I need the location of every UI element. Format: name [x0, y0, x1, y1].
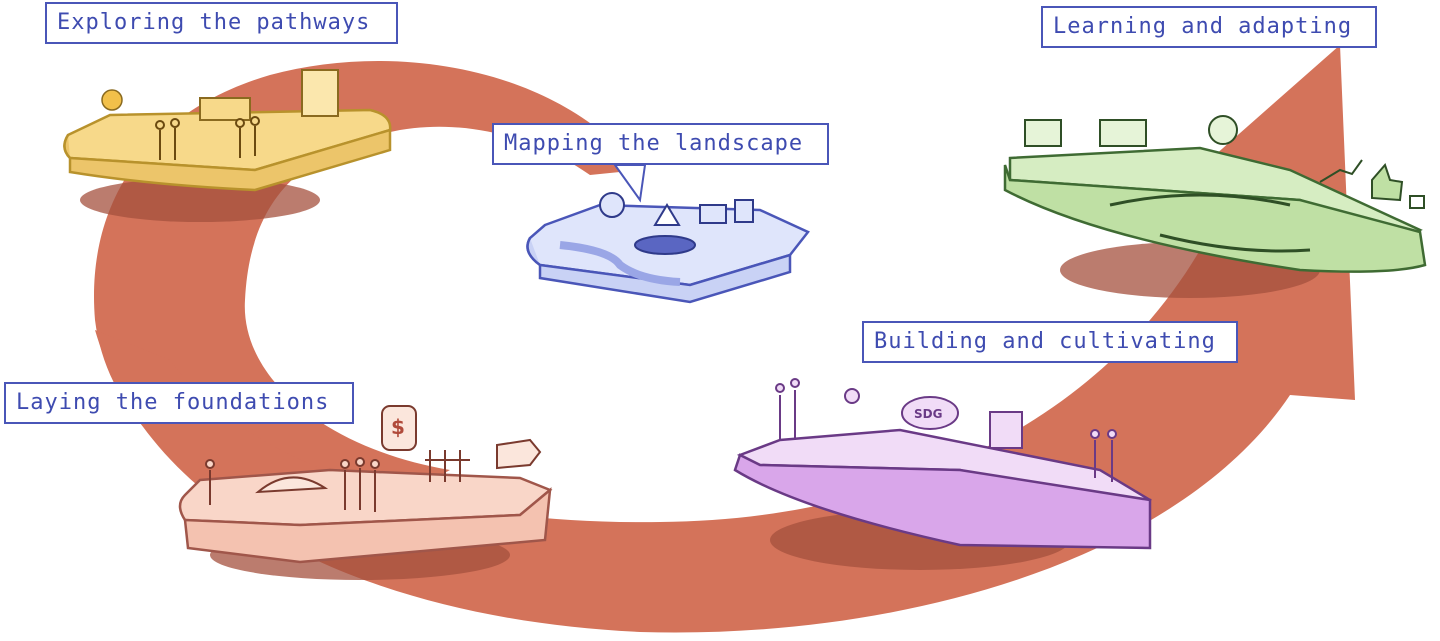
warning-icon [653, 203, 681, 226]
building-icon-map [699, 204, 727, 224]
stage-label-building: Building and cultivating [862, 321, 1238, 363]
tent-icon [255, 476, 329, 494]
shed-icon [989, 411, 1023, 449]
sdg-wheel-icon [901, 396, 959, 430]
island-build-side [733, 453, 1152, 550]
island-found-side [183, 487, 552, 564]
stage-label-foundations: Laying the foundations [4, 382, 354, 424]
cycle-arrows-icon-2 [1159, 233, 1311, 253]
money-bag-icon [1208, 115, 1238, 145]
silo-icon [381, 405, 417, 451]
callout-tail [613, 164, 647, 203]
direction-sign-icon [496, 438, 542, 470]
money-symbol: $ [391, 415, 405, 439]
building-icon-map-2 [734, 199, 754, 223]
institution-icon [1099, 119, 1147, 147]
people-icon [155, 116, 260, 160]
cycle-arrows-icon [1109, 193, 1291, 207]
growth-arrow-icon [1319, 159, 1363, 183]
sdg-badge: SDG [914, 407, 942, 421]
eye-icon [844, 388, 860, 404]
island-build: SDG [733, 378, 1152, 550]
island-learn-side [1003, 164, 1427, 273]
calendar-icon [1024, 119, 1062, 147]
river-icon [559, 241, 681, 286]
people-icon-found [205, 457, 380, 512]
island-explore [63, 69, 392, 192]
sun-icon [101, 89, 123, 111]
island-map [526, 164, 810, 304]
people-icon-build [775, 378, 1117, 482]
building-icon [199, 97, 251, 121]
stage-label-exploring: Exploring the pathways [45, 2, 398, 44]
checkbox-icon [1409, 195, 1425, 209]
hole-icon [634, 235, 696, 255]
island-learn [1003, 115, 1427, 273]
island-found: $ [178, 405, 553, 564]
fence-icon [425, 450, 470, 482]
stage-label-learning: Learning and adapting [1041, 6, 1377, 48]
island-explore-side [63, 128, 392, 192]
island-map-side [526, 237, 792, 304]
boxes-icon [301, 69, 339, 117]
stage-label-mapping: Mapping the landscape [492, 123, 829, 165]
tree-icon [599, 192, 625, 218]
thumbs-up-icon [1371, 163, 1404, 202]
